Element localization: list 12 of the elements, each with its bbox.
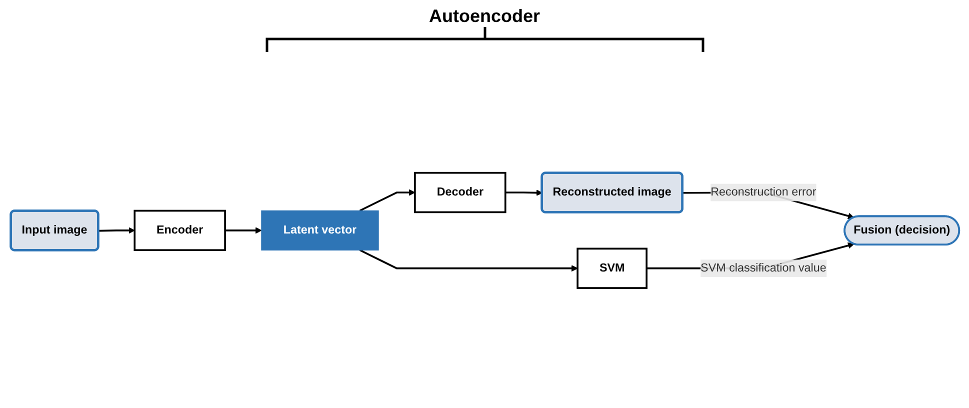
edge-label: Reconstruction error (710, 186, 816, 198)
node-box: Latent vector (260, 210, 378, 251)
arrow (98, 227, 134, 234)
node-box: SVM (576, 248, 647, 289)
arrow (504, 190, 542, 196)
node-box: Encoder (133, 210, 226, 252)
arrow (224, 227, 262, 234)
edge-label: SVM classification value (700, 262, 826, 274)
arrow (358, 189, 415, 212)
arrow (358, 249, 578, 272)
group-label: Autoencoder (428, 6, 540, 27)
node-box: Decoder (414, 172, 506, 214)
